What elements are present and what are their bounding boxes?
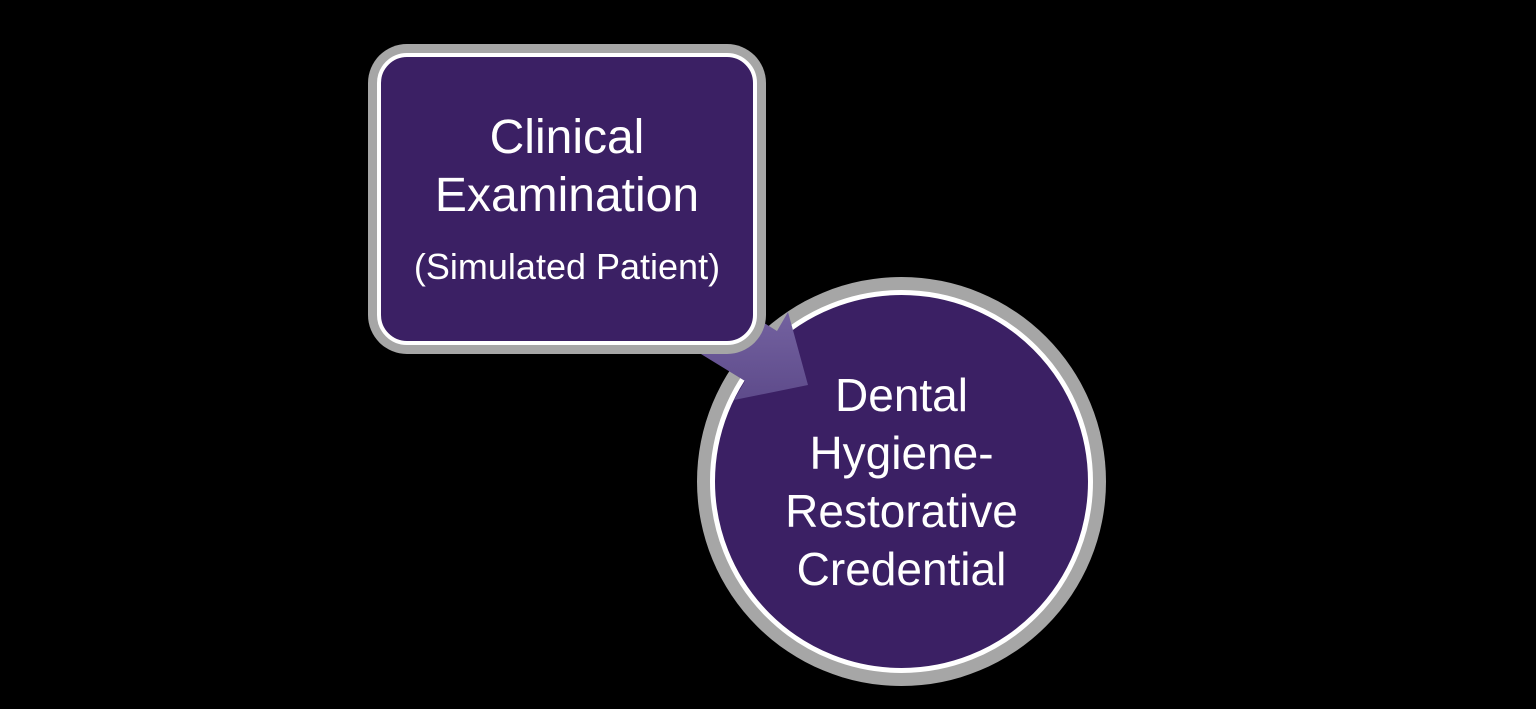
node-clinical-examination: Clinical Examination (Simulated Patient) [377, 53, 757, 345]
node-dental-hygiene-restorative-credential: Dental Hygiene- Restorative Credential [710, 290, 1093, 673]
node-label: Dental Hygiene- Restorative Credential [785, 366, 1018, 598]
node-label-line-3: Restorative [785, 484, 1018, 537]
node-label-line-2: Hygiene- [809, 426, 994, 479]
node-label-line-4: Credential [796, 542, 1007, 595]
node-label-line-1: Dental [835, 368, 968, 421]
node-subtitle: (Simulated Patient) [413, 246, 721, 287]
node-title-line-2: Examination [434, 169, 700, 222]
node-title-line-1: Clinical [489, 111, 645, 164]
node-title: Clinical Examination [435, 109, 699, 225]
